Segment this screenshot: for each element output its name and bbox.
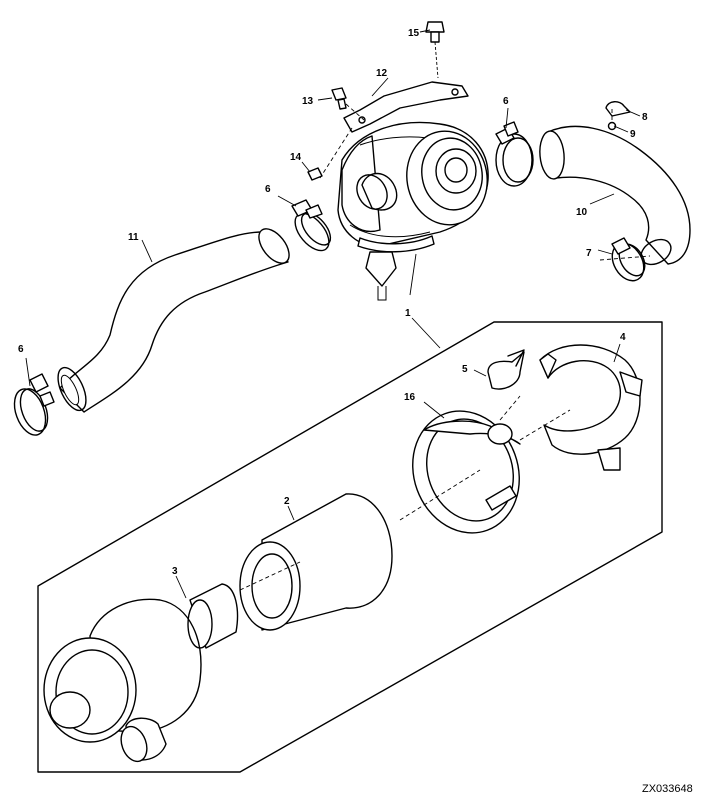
callout-16: 16 [404,392,416,403]
assembly-line-d [519,409,571,441]
callout-4: 4 [620,332,626,343]
hose-11 [57,228,290,413]
leader-10 [589,193,615,205]
callout-6-middle: 6 [265,184,271,195]
callout-2: 2 [284,496,290,507]
callout-11: 11 [128,232,139,243]
hose-clamp-6-middle [291,199,332,252]
leader-3 [175,575,187,599]
nut-14 [307,167,323,181]
leader-13 [317,97,333,101]
leader-16 [423,401,445,419]
mounting-band-4 [539,344,643,471]
callout-14: 14 [290,152,302,163]
callout-12: 12 [376,68,388,79]
dust-valve-5 [487,349,525,390]
housing-16 [412,410,521,534]
bolt-15 [425,21,445,79]
callout-8: 8 [642,112,648,123]
assembly-line-b [399,469,481,521]
leader-11 [141,239,153,263]
safety-element-3 [187,583,239,649]
assembly-line-c [499,395,521,421]
hose-10 [539,125,691,266]
callout-9: 9 [630,129,636,140]
front-cover [43,598,202,763]
leader-6a [25,357,31,387]
callout-15: 15 [408,28,420,39]
hose-clamp-6-right [495,121,534,187]
cap-8 [605,101,631,117]
exploded-view-frame [37,321,663,773]
leader-lines [25,29,651,599]
leader-5 [473,369,487,377]
bolt-13 [331,87,347,110]
clip-9 [607,121,617,131]
air-cleaner-assembly [337,81,489,301]
assembly-line-e [599,255,651,261]
callout-5: 5 [462,364,468,375]
callout-1: 1 [405,308,411,319]
callout-10: 10 [576,207,588,218]
leader-7 [597,249,613,255]
leader-4 [613,343,621,363]
leader-14 [301,161,311,173]
hose-clamp-6-left [13,373,55,436]
reference-code: ZX033648 [642,783,693,795]
filter-element-2 [239,493,393,631]
leader-15 [419,29,431,33]
leader-9 [613,125,629,133]
leader-1b [411,317,441,349]
leader-12 [371,77,389,97]
leader-1a [409,253,417,296]
leader-8 [625,109,641,117]
callout-6-right: 6 [503,96,509,107]
leader-2 [287,505,295,521]
leader-6c [505,107,509,129]
leader-6b [277,195,297,207]
assembly-line-f [319,127,353,179]
hose-clamp-7 [611,237,646,282]
callout-6-left: 6 [18,344,24,355]
callout-7: 7 [586,248,592,259]
callout-3: 3 [172,566,178,577]
callout-13: 13 [302,96,314,107]
